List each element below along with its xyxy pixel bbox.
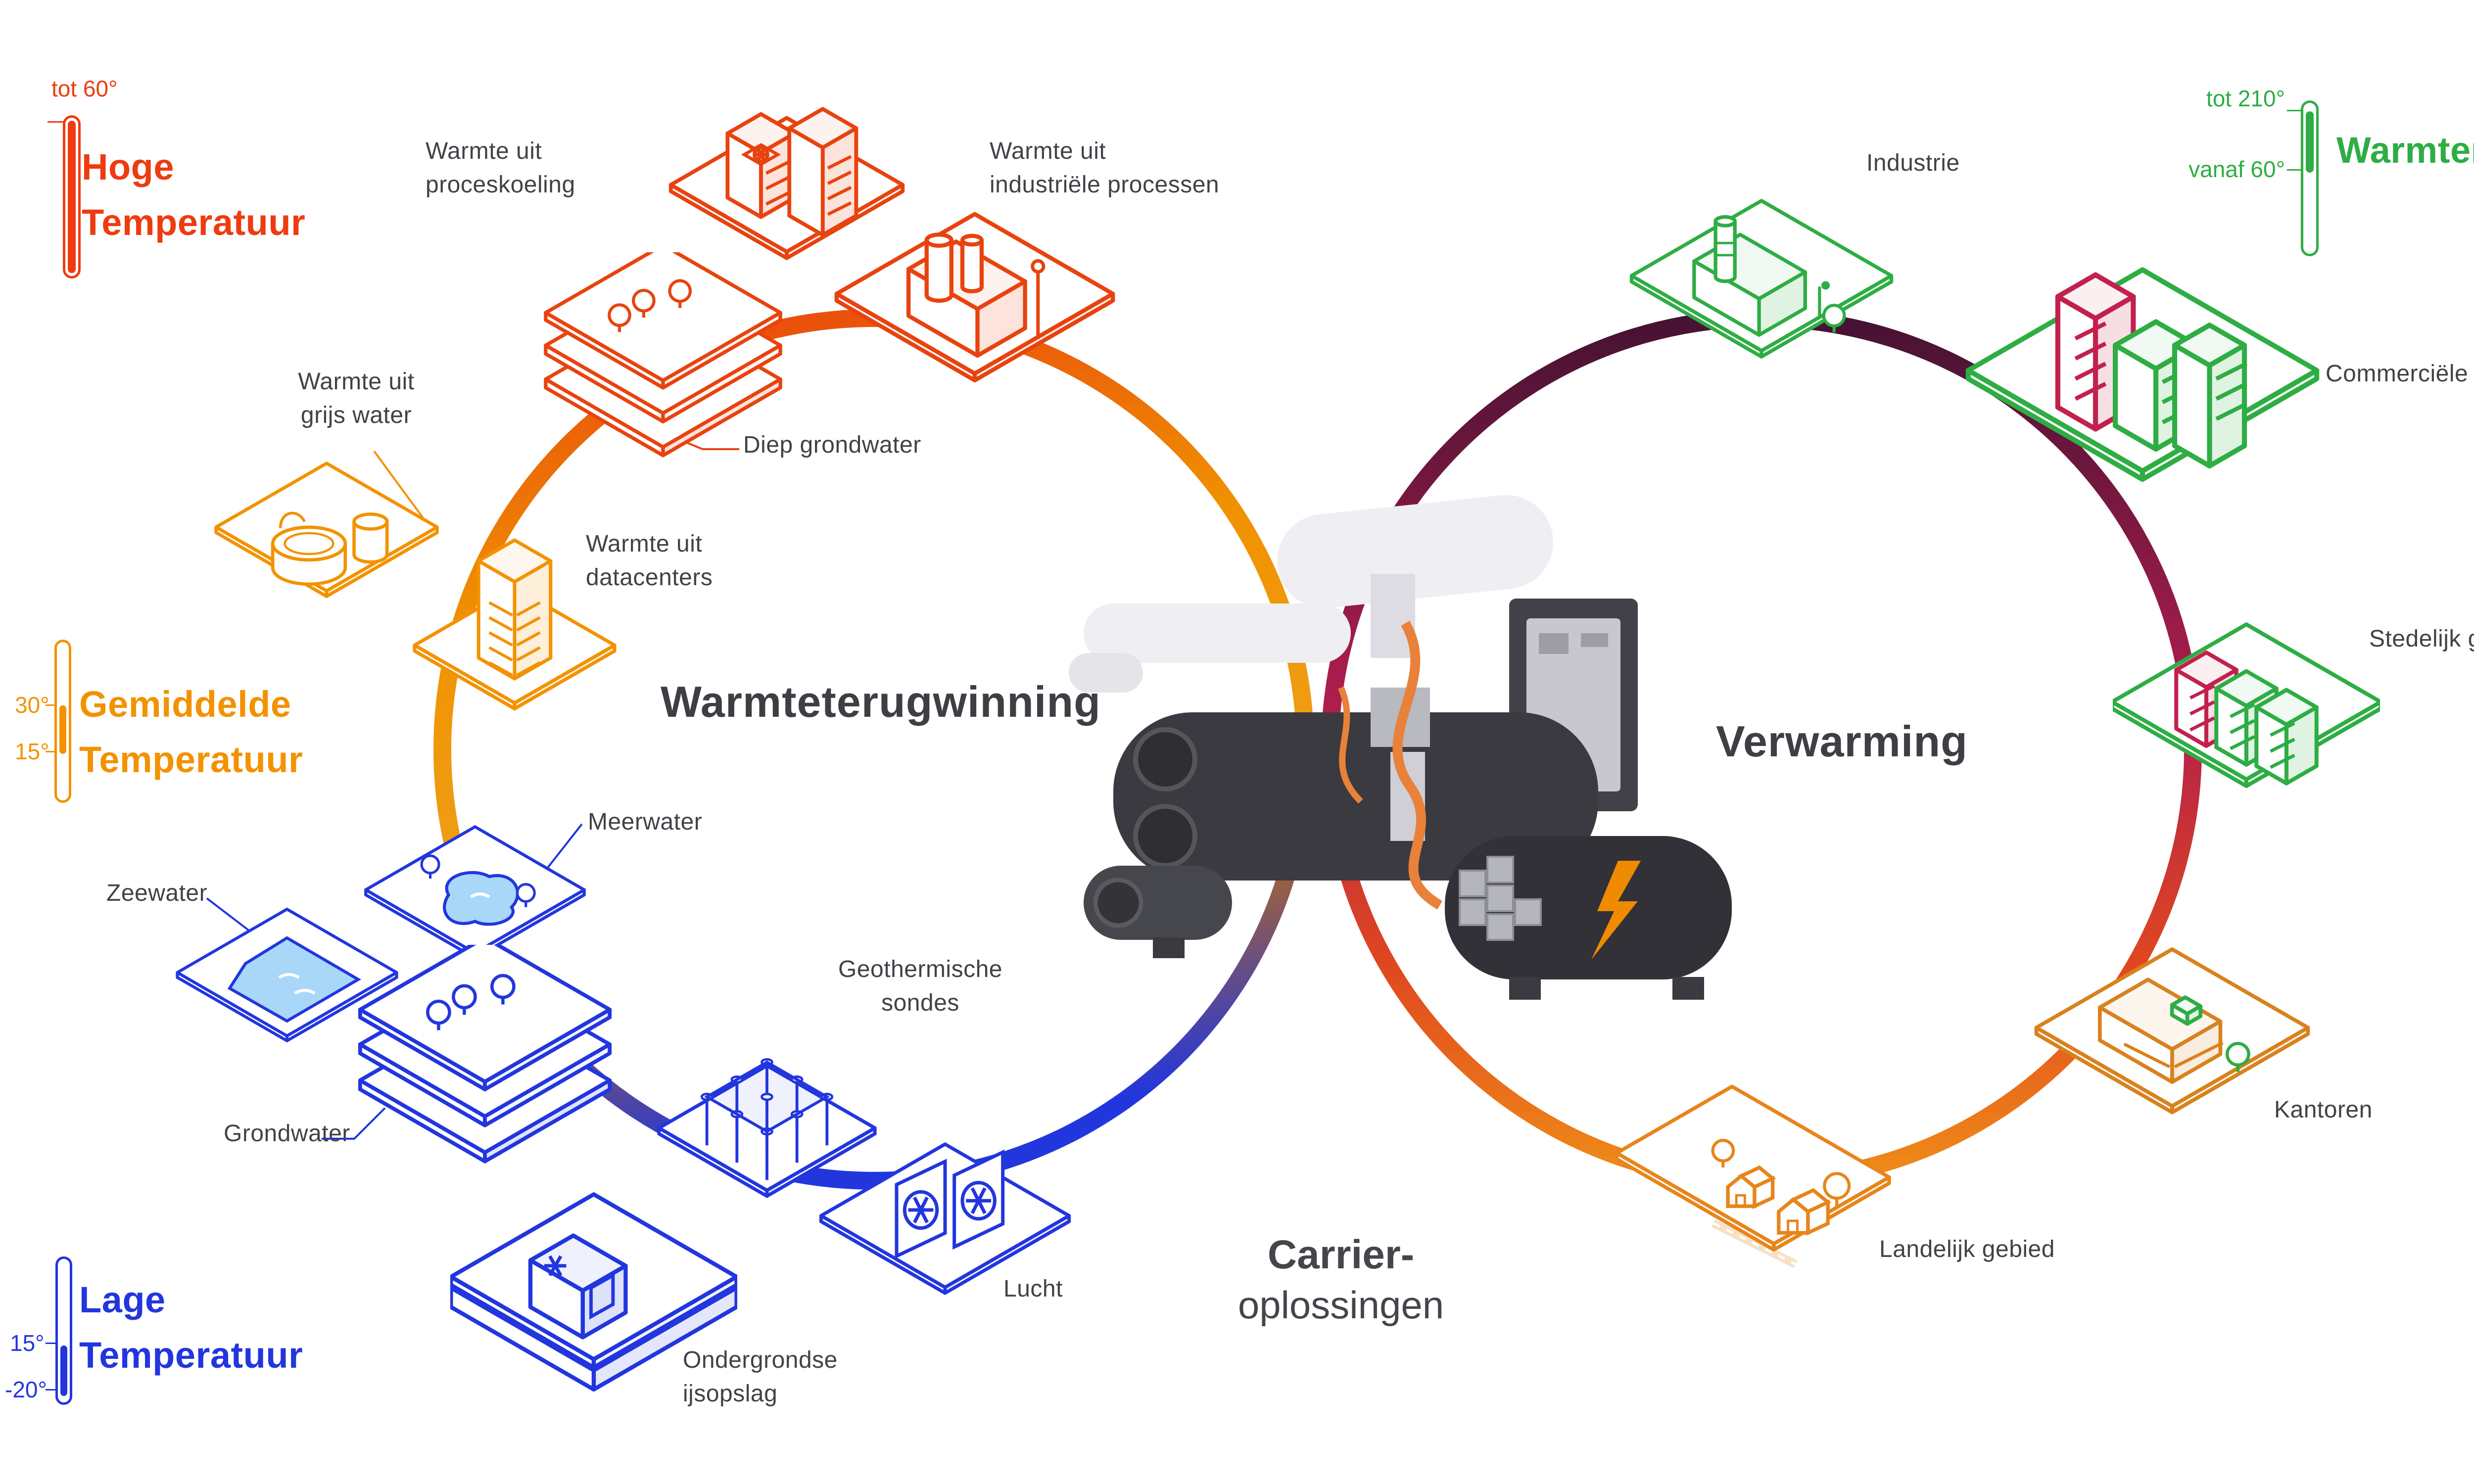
copper-pipe [1392,620,1443,910]
label-zeewater: Zeewater [106,880,208,906]
network-thermometer-fill [2306,111,2314,173]
leader-grijs-water [373,450,429,526]
network-temp-bottom: vanaf 60° [2189,156,2285,182]
low-temp-top: 15° [10,1330,45,1356]
label-commerciele-ruimtes: Commerciële ruimtes [2326,361,2474,387]
grey-water-icon [214,462,439,598]
label-industrie: Industrie [1866,150,1960,176]
lightning-bolt [1591,861,1641,960]
datacenter-icon [413,538,617,711]
air-fan-icon [819,1142,1071,1295]
network-temp-top: tot 210° [2206,86,2285,111]
label-landelijk-gebied: Landelijk gebied [1879,1236,2055,1262]
high-thermometer [63,115,81,278]
label-diep-grondwater: Diep grondwater [743,432,921,458]
high-temp-tick [48,121,63,123]
label-lucht: Lucht [1003,1276,1063,1302]
heat-pump-illustration [1069,495,1732,1000]
side-pipe [1084,603,1351,663]
label-grondwater: Grondwater [224,1120,350,1147]
groundwater-icon [358,945,612,1163]
medium-tick-bottom [46,751,60,752]
carrier-title: Carrier- oplossingen [1237,1232,1444,1327]
deep-groundwater-icon [544,252,782,458]
label-stedelijk-gebied: Stedelijk gebied [2369,626,2474,652]
sea-water-icon [176,908,398,1042]
network-tick-bottom [2287,169,2302,171]
medium-tick-top [46,704,60,706]
label-kantoren: Kantoren [2274,1097,2373,1123]
office-icon [2034,947,2310,1114]
medium-thermometer-fill [59,705,66,754]
industry-icon [1629,199,1894,359]
geothermal-probes-icon [657,1058,877,1198]
label-meerwater: Meerwater [588,809,703,835]
low-temp-bottom: -20° [5,1377,47,1402]
recovery-title: Warmteterugwinning [661,677,1101,726]
low-tick-top [46,1343,60,1344]
process-cooling-icon [668,107,905,260]
storage-tank [1445,836,1732,979]
network-title: Warmtenetten [2336,130,2474,171]
heating-title: Verwarming [1716,717,1968,766]
leader-grondwater [322,1107,386,1140]
network-tick-top [2287,110,2302,111]
high-temp-range: tot 60° [51,76,118,101]
network-thermometer [2301,100,2319,256]
medium-temp-top: 30° [15,692,49,718]
urban-blocks-icon [2113,622,2380,788]
steam-pipe [1277,495,1553,608]
medium-thermometer [54,640,71,803]
low-tick-bottom [46,1389,60,1391]
low-thermometer [55,1256,72,1405]
high-thermometer-fill [68,121,76,273]
ice-storage-icon [450,1192,737,1392]
rural-houses-icon [1615,1084,1891,1268]
industrial-process-icon [834,212,1115,383]
medium-temp-bottom: 15° [15,739,49,764]
low-thermometer-fill [60,1345,67,1396]
commercial-city-icon [1965,267,2320,482]
